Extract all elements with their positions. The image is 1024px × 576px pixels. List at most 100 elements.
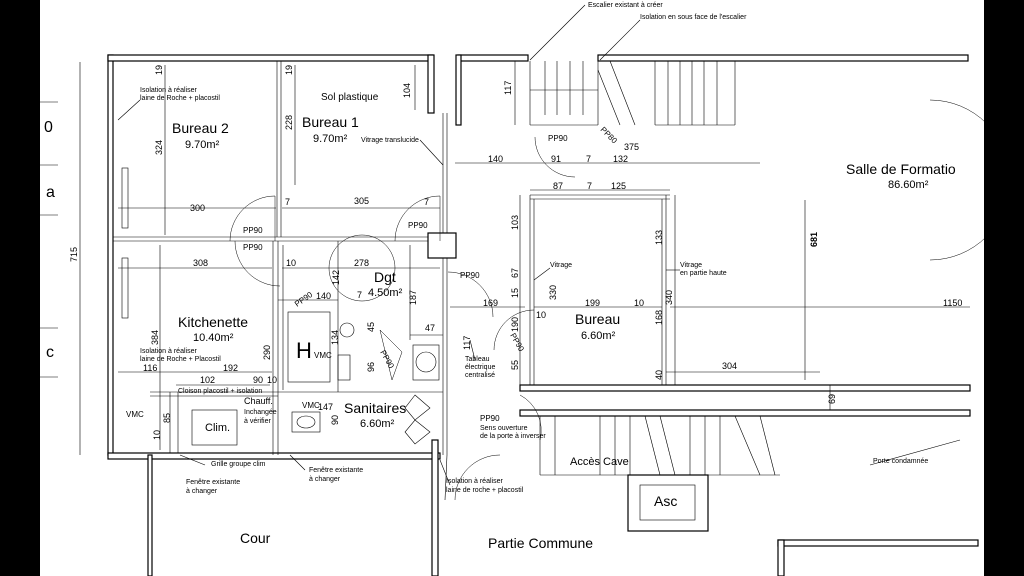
- note-isolation-bas-line1: Isolation à réaliser: [446, 478, 503, 485]
- dim-308: 308: [193, 258, 208, 268]
- note-pp90-sens-line2: Sens ouverture: [480, 425, 528, 432]
- dim-305: 305: [354, 196, 369, 206]
- dim-375: 375: [624, 142, 639, 152]
- room-name-sanitaires: Sanitaires: [344, 400, 406, 416]
- dim-7b: 7: [424, 197, 429, 207]
- shower-tray: [287, 311, 331, 383]
- staircase-upper: [530, 60, 718, 126]
- elevator-box: [639, 484, 696, 521]
- door-tag-5: PP90: [548, 134, 568, 143]
- note-vmc-shower: VMC: [314, 351, 332, 360]
- note-pp90-sens-line1: PP90: [480, 414, 500, 423]
- dim-125: 125: [611, 181, 626, 191]
- dim-140: 140: [316, 291, 331, 301]
- dim-55: 55: [510, 360, 520, 370]
- room-area-bureau2: 9.70m²: [185, 139, 220, 151]
- dimension-labels: 19 19 324 228 104 300 7 305 7 715 308 10…: [44, 65, 962, 440]
- dim-90b: 90: [330, 415, 340, 425]
- note-sol-plastique: Sol plastique: [321, 92, 379, 103]
- dim-168: 168: [654, 310, 664, 325]
- room-area-salle: 86.60m²: [888, 179, 929, 191]
- door-tag-2: PP90: [243, 243, 263, 252]
- dim-340: 340: [664, 290, 674, 305]
- dim-85: 85: [162, 413, 172, 423]
- dim-133: 133: [654, 230, 664, 245]
- note-isolation-escalier: Isolation en sous face de l'escalier: [640, 14, 747, 21]
- note-inchange-line2: à vérifier: [244, 418, 272, 425]
- toilet: [291, 411, 321, 433]
- fixtures: [121, 167, 696, 521]
- dim-140b: 140: [488, 154, 503, 164]
- note-cloison: Cloison placostil + isolation: [178, 388, 262, 395]
- door-swings: [229, 99, 984, 501]
- dim-10b: 10: [267, 375, 277, 385]
- dimension-lines: [40, 61, 970, 501]
- dim-228: 228: [284, 115, 294, 130]
- radiator-bureau2: [121, 167, 129, 229]
- washbasin: [339, 322, 355, 338]
- dim-192: 192: [223, 363, 238, 373]
- floor-plan-sheet: Bureau 2 9.70m² Bureau 1 9.70m² Kitchene…: [40, 0, 984, 576]
- note-isolation-b2-line1: Isolation à réaliser: [140, 87, 197, 94]
- dim-384: 384: [150, 330, 160, 345]
- note-pp90-sens-line3: de la porte à inverser: [480, 433, 546, 440]
- note-isolation-bas-line2: laine de roche + placostil: [446, 487, 524, 494]
- edge-label-c: c: [46, 344, 54, 361]
- dim-117a: 117: [503, 81, 513, 95]
- note-vmc-sanitaires: VMC: [302, 401, 320, 410]
- dim-15: 15: [510, 288, 520, 298]
- dim-134: 134: [330, 330, 340, 345]
- annotations: Escalier existant à créer Isolation en s…: [126, 2, 928, 495]
- dim-90a: 90: [253, 375, 263, 385]
- dim-190: 190: [510, 317, 520, 332]
- room-area-kitchenette: 10.40m²: [193, 332, 234, 344]
- dim-199: 199: [585, 298, 600, 308]
- room-area-bureau1: 9.70m²: [313, 133, 348, 145]
- dim-300: 300: [190, 203, 205, 213]
- dim-103: 103: [510, 215, 520, 230]
- note-vitrage-translucide: Vitrage translucide: [361, 137, 419, 144]
- staircase-cave: [539, 415, 780, 476]
- door-tag-3: PP90: [408, 221, 428, 230]
- dim-330: 330: [548, 285, 558, 300]
- room-name-bureau2: Bureau 2: [172, 120, 229, 136]
- dim-7e: 7: [587, 181, 592, 191]
- dim-304: 304: [722, 361, 737, 371]
- edge-label-a: a: [46, 184, 55, 201]
- wc-bowl: [337, 354, 351, 381]
- clim-unit: [191, 409, 238, 446]
- dim-91: 91: [551, 154, 561, 164]
- note-isolation-k-line1: Isolation à réaliser: [140, 348, 197, 355]
- note-tableau-line3: centralisé: [465, 372, 495, 379]
- dim-715: 715: [69, 247, 79, 262]
- room-name-partie-commune: Partie Commune: [488, 535, 593, 551]
- note-fenetre-b-line1: Fenêtre existante: [309, 467, 363, 474]
- room-area-dgt: 4.50m²: [368, 287, 403, 299]
- dim-10a: 10: [286, 258, 296, 268]
- dim-7d: 7: [586, 154, 591, 164]
- room-name-bureau1: Bureau 1: [302, 114, 359, 130]
- door-tag-9: PP90: [508, 332, 526, 354]
- note-chauff: Chauff.: [244, 396, 273, 406]
- dim-87: 87: [553, 181, 563, 191]
- dim-187: 187: [408, 290, 418, 305]
- room-name-salle: Salle de Formatio: [846, 161, 956, 177]
- note-fenetre-a-line1: Fenêtre existante: [186, 479, 240, 486]
- room-name-kitchenette: Kitchenette: [178, 314, 248, 330]
- floor-plan: Bureau 2 9.70m² Bureau 1 9.70m² Kitchene…: [40, 2, 984, 576]
- room-name-bureau: Bureau: [575, 311, 620, 327]
- note-tableau-line2: électrique: [465, 364, 495, 371]
- dim-10c: 10: [152, 430, 162, 440]
- dim-67: 67: [510, 268, 520, 278]
- note-vitrage-haute-line1: Vitrage: [680, 262, 702, 269]
- note-grille: Grille groupe clim: [211, 461, 266, 468]
- dim-40: 40: [654, 370, 664, 380]
- note-isolation-k-line2: laine de Roche + Placostil: [140, 356, 221, 363]
- note-tableau-line1: Tableau: [465, 356, 490, 363]
- sink-unit: [412, 344, 440, 381]
- note-inchange-line1: Inchangée: [244, 409, 277, 416]
- dim-117b: 117: [462, 336, 472, 350]
- dim-19b: 19: [284, 65, 294, 75]
- dim-69: 69: [827, 394, 837, 404]
